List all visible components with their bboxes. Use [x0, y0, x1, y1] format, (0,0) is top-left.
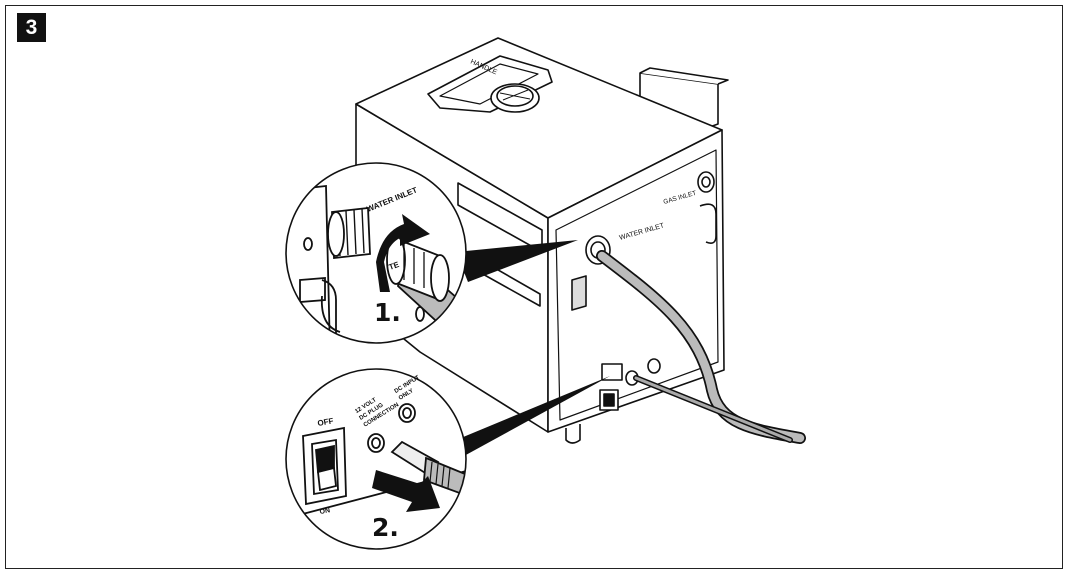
figure-frame — [5, 5, 1063, 569]
step-2-label: 2. — [372, 513, 399, 542]
push-arrow-icon — [372, 470, 440, 512]
rotate-arrow-icon — [376, 214, 430, 292]
callout-pointer-bottom — [456, 376, 610, 456]
dc-power-cord — [633, 375, 793, 443]
callout-dc-plug: OFF ON 12 VOLT DC PLUG CONNECTION DC INP… — [285, 368, 467, 550]
callout-label-fragment: TE — [388, 260, 401, 272]
step-number-badge: 3 — [17, 13, 46, 42]
callout-pointer-top — [456, 240, 578, 282]
step-1-label: 1. — [374, 298, 401, 327]
switch-off-label: OFF — [317, 416, 334, 428]
switch-on-label: ON — [319, 507, 331, 516]
